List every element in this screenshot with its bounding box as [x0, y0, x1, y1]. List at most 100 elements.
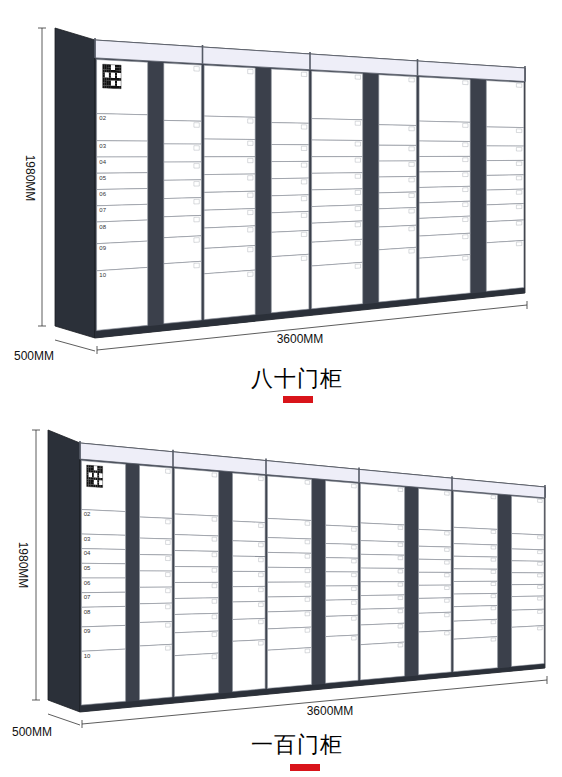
locker-door	[140, 517, 173, 539]
door-tag	[352, 601, 357, 605]
locker-door	[419, 121, 470, 141]
banner-divider	[202, 45, 204, 64]
door-tag	[212, 633, 217, 637]
locker-door	[312, 262, 363, 309]
qr-cell	[119, 65, 121, 68]
door-tag	[352, 484, 357, 488]
door-tag	[463, 158, 468, 162]
door-tag	[166, 520, 171, 524]
door-tag	[355, 121, 360, 125]
locker-door	[164, 198, 202, 217]
qr-cell	[94, 470, 96, 473]
qr-cell	[115, 86, 117, 89]
locker-door	[164, 144, 202, 162]
locker-door	[204, 65, 255, 117]
door-tag	[516, 191, 521, 195]
locker-door	[164, 261, 202, 323]
locker-door	[174, 582, 218, 598]
door-tag	[212, 599, 217, 603]
door-tag	[491, 558, 496, 561]
door-tag	[491, 496, 496, 499]
door-tag	[352, 587, 357, 591]
door-tag	[194, 146, 199, 151]
qr-cell	[105, 70, 107, 73]
locker-door	[204, 174, 255, 192]
door-tag	[491, 607, 496, 610]
door-tag	[538, 499, 543, 502]
door-tag	[352, 528, 357, 532]
dimension-line	[82, 680, 547, 724]
qr-cell	[97, 485, 99, 488]
locker-door	[419, 572, 452, 585]
qr-cell	[89, 477, 91, 480]
locker-door	[419, 201, 470, 218]
qr-cell	[99, 478, 101, 481]
qr-cell	[109, 72, 111, 75]
qr-cell	[87, 465, 89, 468]
qr-cell	[103, 67, 105, 70]
door-tag	[248, 119, 253, 123]
banner-divider	[172, 450, 174, 467]
door-number: 06	[84, 580, 91, 586]
locker-door	[204, 139, 255, 157]
qr-cell	[97, 466, 99, 469]
locker-door	[174, 598, 218, 615]
locker-door	[486, 81, 524, 128]
door-tag	[398, 570, 403, 573]
door-tag	[516, 129, 521, 133]
locker-door	[360, 582, 404, 596]
qr-cell	[90, 477, 92, 480]
locker-door	[233, 586, 266, 602]
door-tag	[355, 206, 360, 210]
locker-door	[312, 221, 363, 242]
locker-door	[419, 186, 470, 203]
locker-door	[233, 556, 266, 571]
qr-cell	[92, 475, 94, 478]
locker-door	[81, 563, 125, 578]
door-number: 02	[84, 511, 91, 517]
qr-cell	[105, 67, 107, 70]
qr-cell	[117, 65, 119, 68]
qr-cell	[89, 465, 91, 468]
door-tag	[352, 546, 357, 550]
door-tag	[248, 158, 253, 162]
door-tag	[355, 158, 360, 162]
door-number: 07	[84, 594, 91, 600]
dimension-tick	[32, 430, 40, 431]
locker-door	[174, 535, 218, 552]
locker-door	[267, 611, 311, 629]
locker-door	[453, 527, 497, 545]
qr-cell	[97, 473, 99, 476]
door-tag	[259, 603, 264, 607]
door-tag	[491, 582, 496, 585]
locker-door	[512, 496, 545, 535]
locker-door	[81, 606, 125, 627]
locker-door	[97, 114, 148, 142]
qr-cell	[103, 85, 105, 88]
locker-door	[312, 173, 363, 190]
locker-door	[140, 603, 173, 622]
locker-door	[271, 254, 309, 312]
cabinet-front	[95, 40, 525, 338]
qr-cell	[92, 468, 94, 471]
locker-door	[97, 267, 148, 330]
qr-cell	[103, 83, 105, 86]
locker-door	[486, 189, 524, 205]
locker-door	[360, 608, 404, 625]
qr-cell	[105, 78, 107, 81]
locker-door	[271, 178, 309, 196]
qr-cell	[99, 466, 101, 469]
qr-cell	[96, 478, 98, 481]
qr-cell	[105, 80, 107, 83]
door-tag	[355, 75, 360, 79]
door-tag	[212, 517, 217, 521]
locker-door	[164, 162, 202, 180]
locker-door	[204, 157, 255, 175]
banner-divider	[451, 476, 453, 490]
locker-door	[486, 220, 524, 243]
door-tag	[212, 553, 217, 557]
door-tag	[491, 621, 496, 624]
locker-door	[81, 649, 125, 705]
door-tag	[398, 625, 403, 629]
locker-door	[419, 529, 452, 547]
